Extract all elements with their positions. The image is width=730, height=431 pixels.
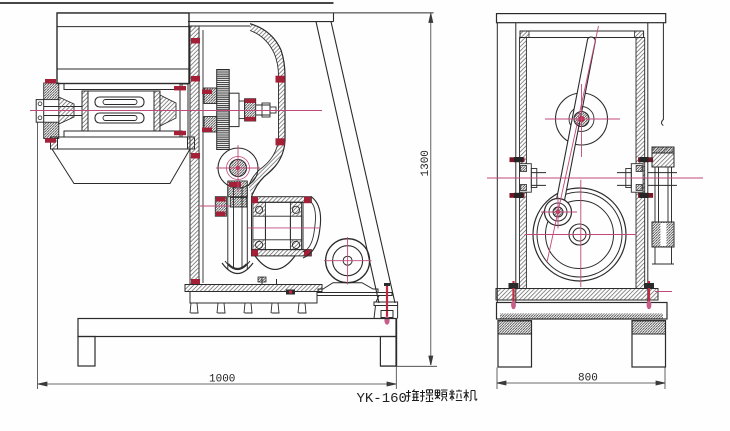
svg-text:1300: 1300 — [420, 150, 432, 176]
svg-text:800: 800 — [578, 373, 598, 385]
svg-text:YK-160: YK-160 — [357, 391, 407, 407]
svg-text:1000: 1000 — [209, 374, 235, 386]
